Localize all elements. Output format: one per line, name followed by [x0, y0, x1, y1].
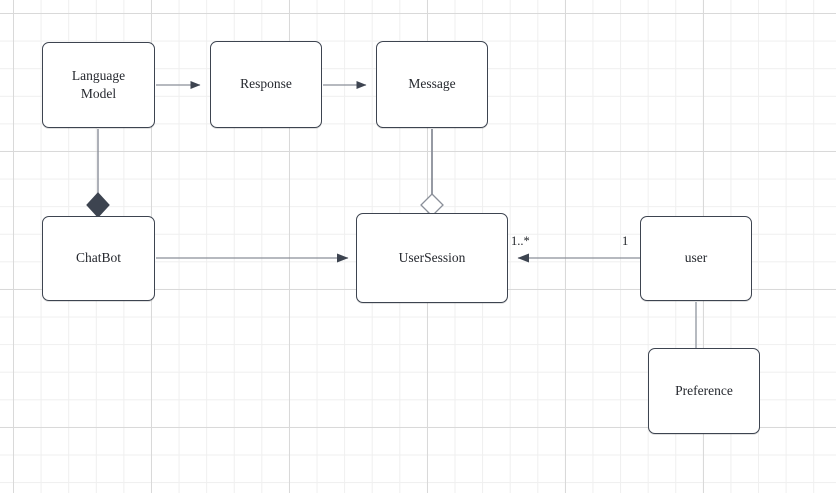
node-preference-label: Preference — [675, 382, 733, 398]
node-usersession[interactable]: UserSession — [356, 213, 508, 303]
filled-diamond-icon — [86, 192, 110, 218]
edge-message-aggregates-usersession — [420, 129, 444, 217]
node-chatbot-label: ChatBot — [75, 250, 121, 266]
node-response[interactable]: Response — [210, 41, 322, 128]
node-language-model-label: Language Model — [71, 67, 126, 101]
node-chatbot[interactable]: ChatBot — [42, 216, 155, 301]
node-user[interactable]: user — [640, 216, 752, 301]
node-usersession-label: UserSession — [398, 249, 466, 265]
multiplicity-user-side: 1 — [622, 234, 629, 248]
node-message[interactable]: Message — [376, 41, 488, 128]
multiplicity-usersession-side: 1..* — [511, 234, 530, 248]
node-response-label: Response — [240, 76, 292, 92]
node-preference[interactable]: Preference — [648, 348, 760, 434]
edge-language-model-composes-chatbot — [86, 129, 110, 218]
node-message-label: Message — [408, 76, 456, 92]
node-user-label: user — [684, 250, 708, 266]
node-language-model[interactable]: Language Model — [42, 42, 155, 128]
